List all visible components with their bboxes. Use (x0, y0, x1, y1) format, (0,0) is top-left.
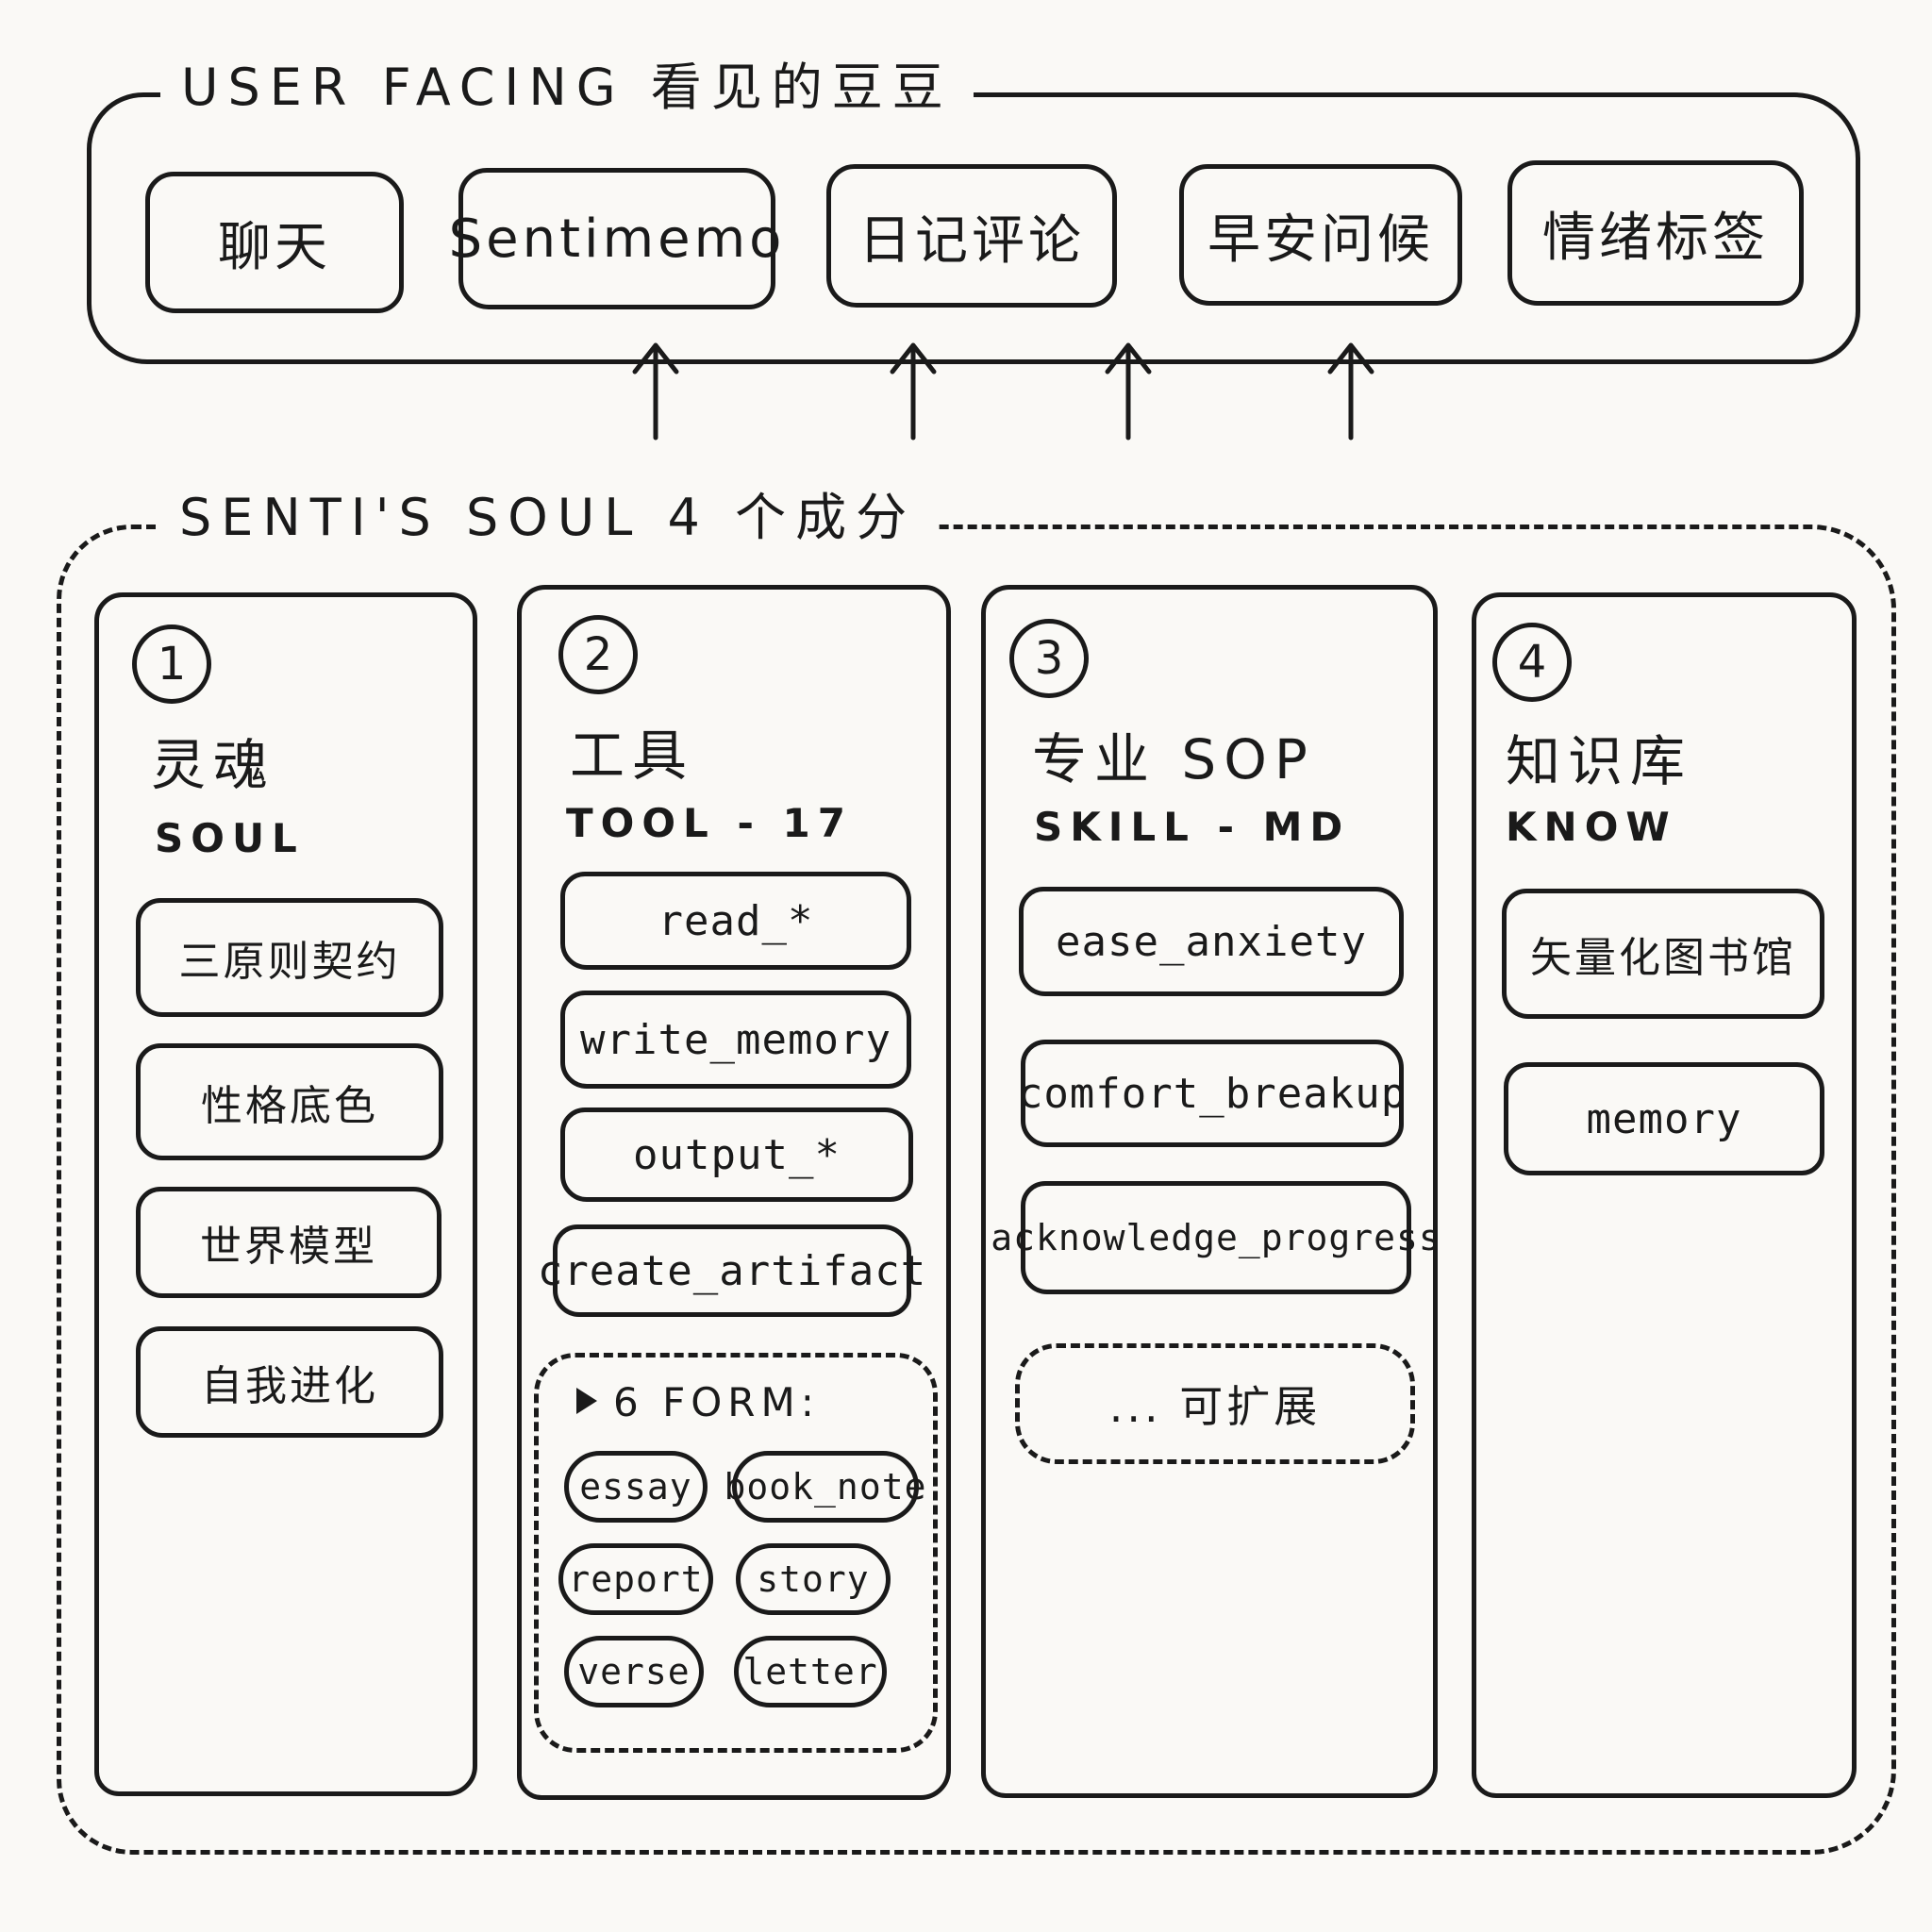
list-item: 性格底色 (136, 1043, 443, 1160)
user-facing-title: USER FACING 看见的豆豆 (160, 62, 974, 113)
user-facing-frame (87, 92, 1860, 364)
user-facing-item-diary-comment: 日记评论 (826, 164, 1117, 308)
column-title-cn: 知识库 (1506, 729, 1693, 793)
form-chip: letter (734, 1636, 887, 1707)
list-item: create_artifact (538, 1224, 925, 1317)
list-item: ease_anxiety (1019, 887, 1404, 996)
forms-label: 6 FORM: (613, 1379, 820, 1425)
column-title-cn: 专业 SOP (1032, 727, 1315, 791)
column-skill (981, 585, 1438, 1798)
column-title-en: SKILL - MD (1034, 804, 1351, 850)
form-chip: story (736, 1543, 891, 1615)
list-item: read_* (560, 872, 911, 970)
arrow-up-icon (632, 342, 679, 441)
form-chip: report (558, 1543, 713, 1615)
list-item: output_* (560, 1108, 913, 1202)
arrow-up-icon (1105, 342, 1152, 441)
forms-group (534, 1353, 938, 1753)
user-facing-item-emotion-tag: 情绪标签 (1507, 160, 1804, 306)
column-title-en: KNOW (1506, 804, 1677, 850)
soul-frame (57, 525, 1896, 1855)
column-number-badge: 2 (558, 615, 638, 694)
expandable-placeholder: ... 可扩展 (1015, 1343, 1415, 1464)
column-title-en: TOOL - 17 (566, 800, 853, 846)
column-tool (517, 585, 951, 1800)
column-title-cn: 灵魂 (151, 733, 276, 797)
arrow-up-icon (1327, 342, 1374, 441)
triangle-right-icon (576, 1388, 597, 1414)
form-chip: essay (564, 1451, 708, 1523)
form-chip: book_note (724, 1451, 925, 1523)
list-item: 三原则契约 (136, 898, 443, 1017)
column-soul (94, 592, 477, 1796)
column-title-cn: 工具 (570, 724, 695, 788)
column-know (1472, 592, 1857, 1798)
list-item: 世界模型 (136, 1187, 441, 1298)
user-facing-item-morning-greeting: 早安问候 (1179, 164, 1462, 306)
arrow-up-icon (890, 342, 937, 441)
list-item: 矢量化图书馆 (1502, 889, 1824, 1019)
column-number-badge: 4 (1492, 623, 1572, 702)
list-item: 自我进化 (136, 1326, 443, 1438)
column-title-en: SOUL (155, 815, 305, 861)
list-item: write_memory (560, 991, 911, 1089)
column-number-badge: 1 (132, 625, 211, 704)
soul-title: SENTI'S SOUL 4 个成分 (158, 492, 938, 543)
user-facing-item-chat: 聊天 (145, 172, 404, 313)
list-item: memory (1504, 1062, 1824, 1175)
form-chip: verse (564, 1636, 704, 1707)
user-facing-item-sentimemo: Sentimemo (449, 168, 781, 309)
list-item: comfort_breakup (1018, 1040, 1406, 1147)
column-number-badge: 3 (1009, 619, 1089, 698)
list-item: acknowledge_progress (991, 1181, 1441, 1294)
